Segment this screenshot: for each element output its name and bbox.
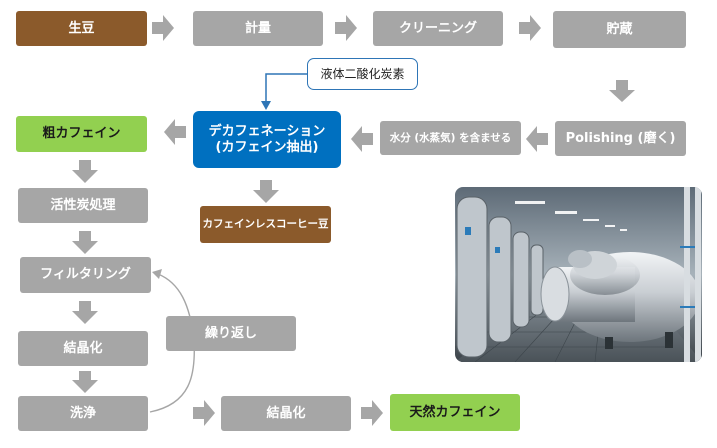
step-label: 計量 — [244, 20, 271, 36]
step-moisture: 水分 (水蒸気) を含ませる — [380, 121, 521, 155]
step-polishing: Polishing (磨く) — [555, 121, 686, 156]
step-label: Polishing (磨く) — [565, 130, 676, 146]
arrow-head-icon — [261, 101, 271, 110]
arrow-right-icon — [519, 15, 541, 41]
step-activated-carbon: 活性炭処理 — [18, 188, 148, 223]
step-label: 繰り返し — [204, 325, 257, 341]
step-wash: 洗浄 — [18, 396, 148, 431]
step-label: 貯蔵 — [606, 21, 633, 37]
step-natural-caffeine: 天然カフェイン — [390, 394, 520, 431]
step-sublabel: (カフェイン抽出) — [215, 139, 319, 155]
step-label: クリーニング — [398, 20, 477, 36]
step-weighing: 計量 — [193, 11, 323, 46]
arrow-head-icon — [152, 269, 162, 279]
step-cleaning: クリーニング — [373, 11, 503, 46]
repeat-loop — [149, 273, 196, 413]
step-label: 生豆 — [68, 20, 95, 36]
step-filtering: フィルタリング — [20, 257, 151, 293]
step-label: フィルタリング — [40, 267, 131, 283]
co2-input-box: 液体二酸化炭素 — [307, 58, 418, 90]
step-decaf-beans: カフェインレスコーヒー豆 — [200, 206, 331, 243]
step-repeat: 繰り返し — [166, 316, 296, 351]
step-label: デカフェネーション — [208, 123, 326, 139]
step-decaffeination: デカフェネーション (カフェイン抽出) — [193, 111, 341, 168]
arrow-left-icon — [164, 119, 186, 145]
arrow-down-icon — [72, 231, 98, 254]
arrow-left-icon — [351, 126, 373, 152]
step-label: 天然カフェイン — [409, 404, 501, 420]
step-label: 結晶化 — [63, 340, 103, 356]
step-label: 活性炭処理 — [50, 197, 116, 213]
step-label: 洗浄 — [69, 405, 96, 421]
arrow-down-icon — [72, 160, 98, 183]
arrow-down-icon — [72, 371, 98, 393]
arrow-right-icon — [361, 400, 383, 426]
arrow-right-icon — [193, 400, 215, 426]
step-crystallize-1: 結晶化 — [18, 331, 148, 366]
step-label: 液体二酸化炭素 — [320, 66, 405, 81]
step-crystallize-2: 結晶化 — [221, 396, 351, 431]
arrow-left-icon — [526, 126, 548, 152]
plant-photo — [455, 187, 702, 362]
step-label: 結晶化 — [266, 405, 306, 421]
arrow-down-icon — [72, 301, 98, 324]
arrow-down-icon — [609, 80, 635, 102]
step-green-beans: 生豆 — [16, 11, 147, 46]
arrow-right-icon — [335, 15, 357, 41]
step-label: 水分 (水蒸気) を含ませる — [389, 131, 512, 144]
step-label: カフェインレスコーヒー豆 — [202, 218, 329, 231]
arrow-down-icon — [253, 180, 279, 203]
step-crude-caffeine: 粗カフェイン — [16, 116, 147, 152]
step-storage: 貯蔵 — [553, 11, 686, 48]
vessel-illustration — [455, 187, 702, 362]
step-label: 粗カフェイン — [42, 126, 121, 142]
arrow-right-icon — [152, 15, 174, 41]
co2-connector — [265, 73, 307, 102]
